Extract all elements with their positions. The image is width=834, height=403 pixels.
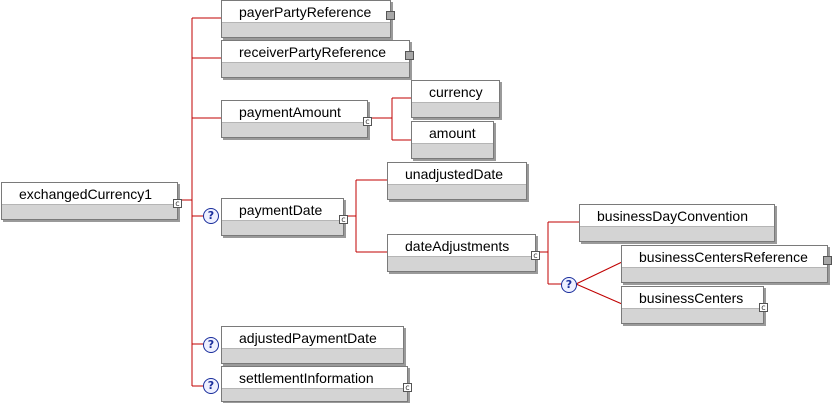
root-element-label: exchangedCurrency1 — [2, 183, 177, 205]
complex-type-marker: c — [403, 383, 412, 392]
element-label: adjustedPaymentDate — [222, 327, 403, 349]
element-label: receiverPartyReference — [222, 41, 409, 63]
root-element-node[interactable]: exchangedCurrency1 c — [1, 182, 182, 220]
expand-box-icon[interactable] — [405, 51, 414, 60]
element-label: amount — [412, 122, 493, 144]
element-label: paymentAmount — [222, 101, 367, 123]
element-node-adjusted-payment-date[interactable]: adjustedPaymentDate — [221, 326, 404, 364]
element-node-business-centers-reference[interactable]: businessCentersReference — [621, 245, 832, 283]
expand-box-icon[interactable] — [823, 256, 832, 265]
element-label: paymentDate — [222, 199, 343, 221]
element-label: dateAdjustments — [388, 235, 535, 257]
optional-marker-icon: ? — [203, 337, 219, 353]
element-node-business-centers[interactable]: businessCenters c — [621, 286, 768, 324]
element-node-settlement-information[interactable]: settlementInformation c — [221, 366, 412, 402]
element-node-currency[interactable]: currency — [411, 80, 500, 118]
complex-type-marker: c — [531, 251, 540, 260]
element-label: businessDayConvention — [580, 205, 774, 227]
element-label: currency — [412, 81, 499, 103]
element-label: unadjustedDate — [388, 163, 526, 185]
element-node-business-day-convention[interactable]: businessDayConvention — [579, 204, 775, 242]
optional-marker-icon: ? — [203, 378, 219, 394]
expand-box-icon[interactable] — [386, 11, 395, 20]
complex-type-marker: c — [339, 215, 348, 224]
element-label: businessCenters — [622, 287, 763, 309]
element-node-receiver-party-reference[interactable]: receiverPartyReference — [221, 40, 414, 78]
element-node-payment-amount[interactable]: paymentAmount c — [221, 100, 372, 138]
element-node-unadjusted-date[interactable]: unadjustedDate — [387, 162, 527, 200]
element-node-payment-date[interactable]: paymentDate c — [221, 198, 348, 236]
complex-type-marker: c — [363, 117, 372, 126]
optional-choice-marker-icon: ? — [561, 277, 577, 293]
element-label: settlementInformation — [222, 367, 407, 389]
element-node-date-adjustments[interactable]: dateAdjustments c — [387, 234, 540, 272]
complex-type-marker: c — [759, 303, 768, 312]
element-node-amount[interactable]: amount — [411, 121, 494, 159]
optional-marker-icon: ? — [203, 208, 219, 224]
element-label: businessCentersReference — [622, 246, 827, 268]
element-node-payer-party-reference[interactable]: payerPartyReference — [221, 0, 395, 38]
element-label: payerPartyReference — [222, 1, 390, 23]
complex-type-marker: c — [173, 199, 182, 208]
